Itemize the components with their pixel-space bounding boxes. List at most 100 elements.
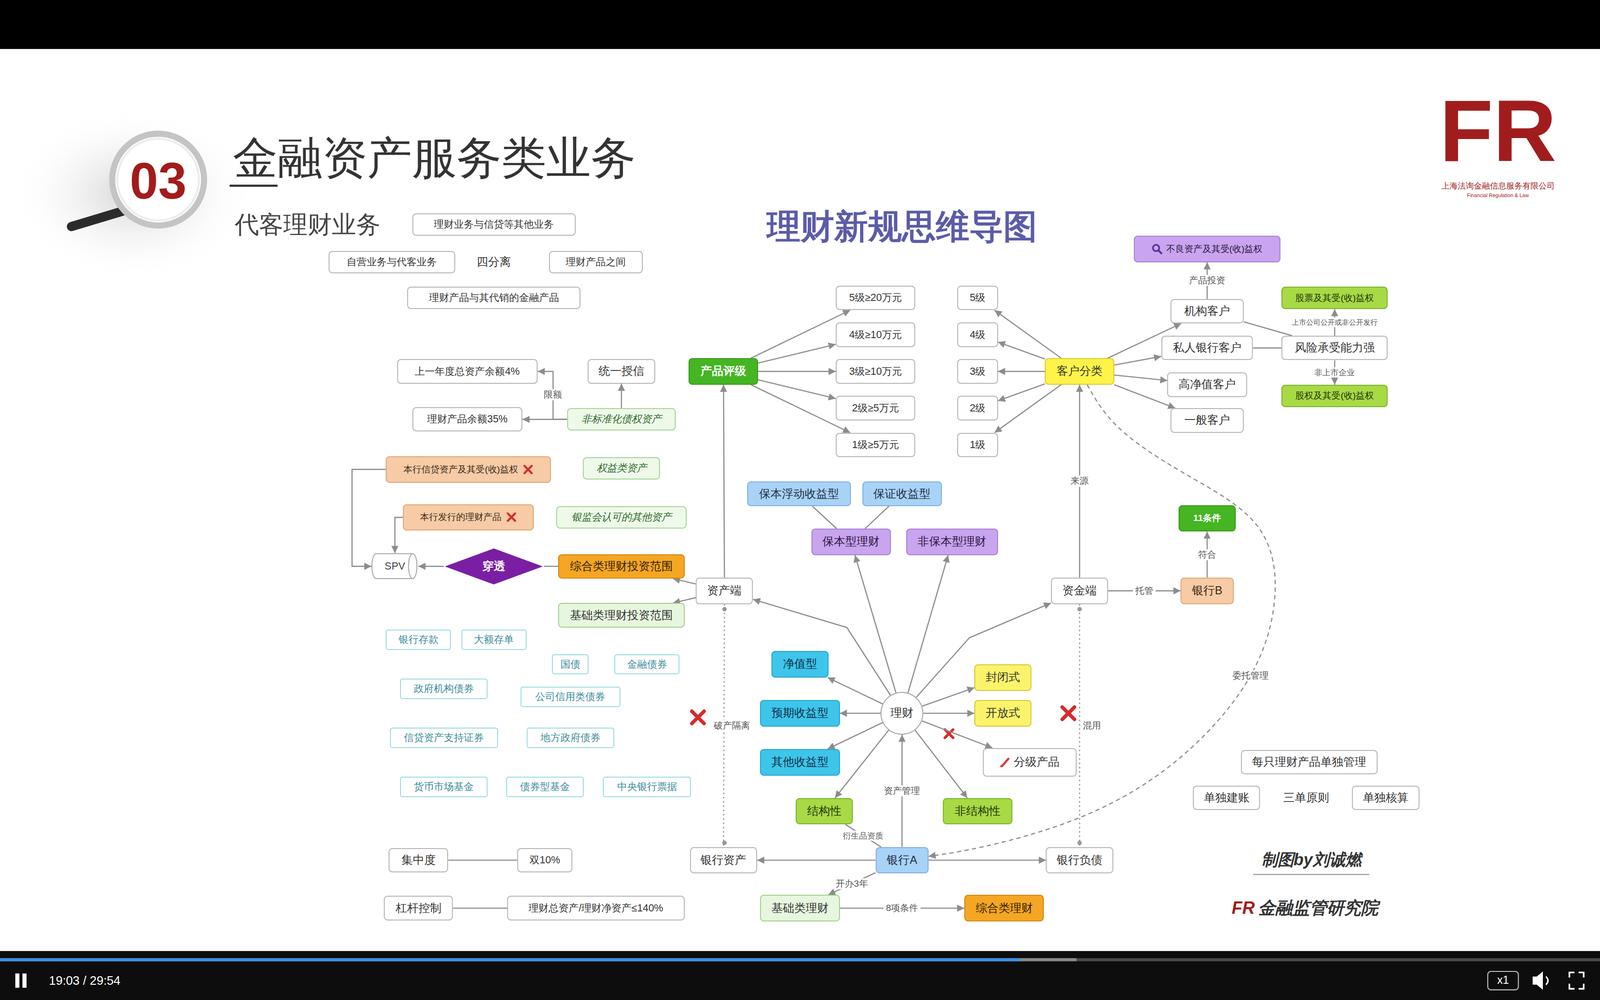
process-box: 4级≥10万元: [835, 322, 916, 347]
node-text: 2级≥5万元: [851, 402, 900, 415]
node-text: 国债: [560, 658, 581, 671]
connector: [1114, 375, 1168, 381]
node-text: 双10%: [529, 854, 560, 867]
edge-label: 8项条件: [885, 903, 919, 914]
process-box: 银行A: [875, 847, 929, 874]
edge-label-holder: 资产管理: [881, 785, 923, 797]
process-box: 杠杆控制: [383, 895, 454, 920]
text-label: 代客理财业务: [234, 210, 381, 239]
shadow: [10, 107, 255, 281]
process-box: 债券型基金: [506, 776, 584, 798]
process-box: 货币市场基金: [400, 776, 488, 798]
edge-label-holder: 非上市企业: [1311, 367, 1358, 378]
text-label: FR: [1231, 898, 1255, 918]
process-box: 公司信用类债券: [520, 686, 621, 708]
node-text: 保证收益型: [873, 487, 931, 501]
connector: [994, 384, 1062, 433]
volume-icon: [1545, 976, 1548, 985]
magnifier-handle: [71, 211, 123, 227]
node-text: 单独建账: [1203, 791, 1250, 805]
cross-mark: [691, 711, 705, 724]
connector: [916, 602, 1051, 698]
process-box: 开放式: [974, 700, 1032, 727]
connector: [1114, 384, 1176, 409]
process-box: 不良资产及其受(收)益权: [1133, 235, 1281, 263]
node-text: 非保本型理财: [917, 535, 987, 549]
node-text: 理财产品余额35%: [427, 413, 508, 426]
top-bar: [0, 0, 1600, 50]
text-label: 三单原则: [1283, 791, 1330, 804]
connector: [1114, 356, 1162, 365]
cross-icon: [506, 511, 517, 523]
edge-label: 托管: [1135, 585, 1154, 596]
cross-icon: [524, 465, 532, 473]
process-box: 5级≥20万元: [835, 285, 916, 310]
center-circle: 理财: [880, 691, 924, 735]
connector: [854, 555, 896, 693]
connector: [620, 383, 622, 409]
node-text: 货币市场基金: [413, 780, 474, 793]
process-box: 银行B: [1180, 577, 1234, 605]
node-text: 基础类理财: [771, 901, 829, 915]
brush-icon: [1000, 765, 1004, 768]
text-label-holder: Financial Regulation & Law: [1467, 190, 1530, 200]
node-text: 4级: [969, 329, 986, 341]
connector: [522, 419, 568, 420]
process-box: 中央银行票据: [602, 776, 691, 798]
edge-label-holder: 产品投资: [1186, 275, 1228, 287]
edge-label-holder: 8项条件: [883, 902, 921, 914]
connector: [834, 730, 889, 799]
process-box: 非结构性: [942, 798, 1013, 825]
node-text: 保本型理财: [822, 535, 880, 549]
node-text: 杠杆控制: [395, 901, 442, 915]
line-dot: [722, 840, 727, 845]
process-box: 3级≥10万元: [835, 359, 916, 384]
process-box: 银行存款: [385, 629, 451, 650]
edge-label-holder: 限额: [541, 389, 565, 401]
edge-label: 资产管理: [883, 785, 920, 796]
node-text: 理财总资产/理财净资产≤140%: [528, 902, 663, 915]
edge-label-holder: 破产隔离: [711, 720, 753, 731]
process-box: 理财产品之间: [549, 250, 643, 274]
edge-label: 上市公司公开或非公开发行: [1291, 318, 1378, 327]
process-box: 银行资产: [690, 847, 758, 874]
connector: [922, 687, 975, 707]
pause-icon: [22, 973, 27, 988]
connector: [723, 384, 725, 578]
text-label: 03: [130, 152, 187, 210]
process-box: 1级≥5万元: [835, 432, 916, 458]
text-label: 理财新规思维导图: [766, 207, 1038, 246]
process-box: 综合类理财: [964, 894, 1044, 922]
node-text: 保本浮动收益型: [759, 487, 840, 501]
node-text: 金融债券: [627, 658, 668, 671]
node-text: 资产端: [707, 584, 742, 598]
process-box: 资产端: [695, 577, 753, 605]
magnifier-lens: [117, 138, 199, 220]
storage-cylinder: SPV: [371, 552, 419, 580]
connector: [928, 384, 1276, 857]
pause-icon: [15, 973, 20, 988]
node-text: 银监会认可的其他资产: [571, 511, 672, 524]
edge-label-holder: 来源: [1068, 475, 1091, 487]
edge-label-holder: 委托管理: [1230, 670, 1271, 682]
process-box: 高净值客户: [1167, 372, 1247, 397]
process-box: 分级产品: [982, 748, 1077, 777]
process-box: 理财产品与其代销的金融产品: [407, 286, 581, 310]
player-bar: [0, 950, 1600, 1000]
text-label-holder: FR: [1231, 898, 1255, 918]
process-box: 4级: [957, 322, 999, 347]
edge-label-holder: 衍生品资质: [840, 830, 886, 841]
connector: [908, 555, 949, 693]
node-text: 综合类理财投资范围: [570, 560, 673, 573]
process-box: 银行负债: [1045, 847, 1113, 874]
process-box: 地方政府债券: [526, 727, 615, 749]
connector: [543, 565, 559, 567]
node-text: SPV: [384, 560, 406, 573]
process-box: 保本型理财: [811, 528, 891, 556]
text-label: 金融监管研究院: [1258, 898, 1379, 918]
edge-label: 非上市企业: [1314, 367, 1355, 378]
connector: [672, 578, 696, 584]
process-box: 非保本型理财: [906, 528, 999, 556]
text-label-holder: 制图by刘诚燃: [1261, 851, 1362, 870]
process-box: 每只理财产品单独管理: [1240, 750, 1378, 775]
